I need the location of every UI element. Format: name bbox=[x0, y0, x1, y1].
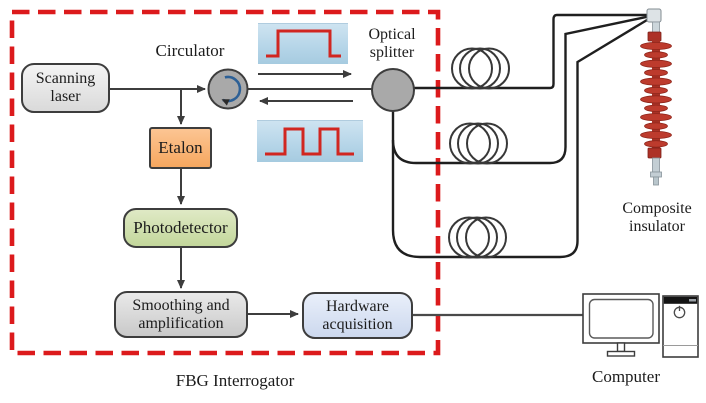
fiber-coil-1 bbox=[451, 47, 510, 90]
computer-label: Computer bbox=[592, 367, 660, 386]
power-button-icon bbox=[673, 305, 686, 319]
circulator-icon bbox=[207, 68, 249, 110]
hardware-acquisition-box: Hardware acquisition bbox=[302, 292, 413, 339]
hardware-acquisition-label: Hardware acquisition bbox=[322, 297, 393, 333]
photodetector-label: Photodetector bbox=[133, 218, 228, 238]
monitor-icon bbox=[582, 293, 660, 357]
fiber-line-2 bbox=[391, 14, 652, 165]
tower-icon bbox=[662, 295, 699, 358]
etalon-box: Etalon bbox=[149, 127, 212, 169]
circulator-label: Circulator bbox=[155, 41, 225, 60]
scanning-laser-box: Scanning laser bbox=[21, 63, 110, 113]
fbg-interrogator-label: FBG Interrogator bbox=[175, 371, 295, 390]
composite-insulator-label: Composite insulator bbox=[622, 200, 692, 235]
fiber-coil-2 bbox=[449, 122, 508, 165]
return-pulse-waveform-icon bbox=[257, 120, 363, 162]
fiber-line-3 bbox=[391, 15, 653, 259]
scanning-laser-label: Scanning laser bbox=[35, 70, 96, 105]
optical-splitter-icon bbox=[371, 68, 415, 112]
composite-insulator-icon bbox=[640, 8, 672, 186]
forward-pulse-waveform-icon bbox=[258, 23, 348, 64]
photodetector-box: Photodetector bbox=[123, 208, 238, 248]
smoothing-amplification-label: Smoothing and amplification bbox=[132, 296, 230, 332]
optical-splitter-label: Optical splitter bbox=[368, 26, 416, 61]
etalon-label: Etalon bbox=[158, 138, 203, 158]
fbg-interrogator-dashed-boundary bbox=[9, 9, 441, 356]
fiber-line-1 bbox=[414, 13, 650, 90]
smoothing-amplification-box: Smoothing and amplification bbox=[114, 291, 248, 338]
fiber-coil-3 bbox=[448, 216, 507, 259]
